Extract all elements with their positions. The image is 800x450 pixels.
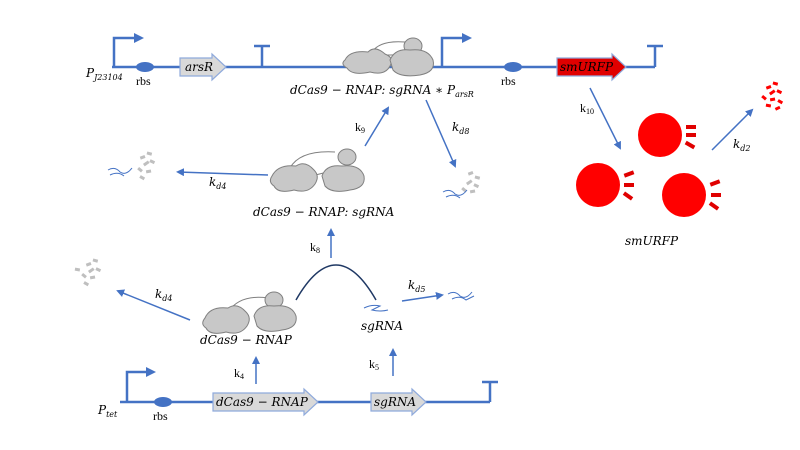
promoter-j23104-icon (112, 36, 136, 67)
gene-sgrna-shape (370, 387, 427, 417)
top-construct: PJ23104 rbs arsR rbs smURFP (85, 33, 663, 88)
svg-text:k9: k9 (355, 120, 365, 135)
promoter-tet-arrowhead (146, 367, 156, 377)
svg-text:kd5: kd5 (408, 278, 426, 294)
rate-kd8-sub: d8 (459, 127, 469, 136)
svg-text:k5: k5 (369, 357, 379, 372)
svg-text:kd8: kd8 (452, 120, 470, 136)
arrow-kd4-top (176, 168, 269, 177)
rate-k4-label: k (234, 366, 240, 380)
rbs-bottom-label: rbs (153, 409, 168, 423)
rate-kd8-label: k (452, 120, 459, 134)
rate-kd2-sub: d2 (740, 144, 750, 153)
dcas9-rnap-sgrna-complex-icon (269, 148, 365, 192)
degraded-complex-right-icon (442, 171, 481, 199)
svg-text:Ptet: Ptet (97, 403, 118, 419)
promoter-arsr-icon (440, 36, 464, 67)
rate-k5-label: k (369, 357, 375, 371)
rate-k8-label: k (310, 240, 316, 254)
promoter-bottom-label: P (97, 403, 107, 417)
reporter-label: smURFP (625, 234, 679, 248)
gene-smurfp-shape (556, 52, 627, 82)
gene-arsr-shape (179, 52, 227, 82)
arrow-kd2 (711, 108, 754, 151)
promoter-top-label: P (85, 66, 95, 80)
complex-bound-label: dCas9 − RNAP: sgRNA ∗ P (290, 83, 456, 97)
arrow-kd5 (401, 291, 444, 302)
gene-dcas9-shape (212, 387, 319, 417)
arrow-k10 (589, 87, 621, 150)
arrow-k9 (364, 106, 390, 147)
rate-k10-sub: 10 (586, 107, 594, 116)
promoter-j23104-arrowhead (134, 33, 144, 43)
svg-text:k10: k10 (580, 101, 594, 116)
terminator-bottom-icon (482, 380, 498, 402)
rate-kd2-label: k (733, 137, 740, 151)
dcas9-label: dCas9 − RNAP (200, 333, 293, 347)
rate-kd5-label: k (408, 278, 415, 292)
rate-kd4-bottom-sub: d4 (162, 294, 172, 303)
gene-dcas9-label: dCas9 − RNAP (216, 395, 309, 409)
rate-k4-sub: 4 (240, 372, 244, 381)
smurfp-protein-2-icon (576, 163, 635, 207)
svg-text:kd2: kd2 (733, 137, 751, 153)
dcas9-rnap-bound-complex-icon (342, 37, 434, 77)
svg-text:PJ23104: PJ23104 (85, 66, 123, 82)
rate-k9-sub: 9 (361, 126, 365, 135)
terminator-top-2-icon (647, 44, 663, 67)
degraded-sgrna-icon (447, 291, 475, 301)
degraded-complex-left-icon (107, 151, 156, 181)
arrow-kd4-bottom (116, 289, 191, 321)
complex-bound-sub: arsR (455, 90, 474, 99)
terminator-top-1-icon (254, 44, 270, 67)
binding-curve (295, 264, 377, 301)
gene-smurfp-label: smURFP (560, 60, 614, 74)
svg-text:kd4: kd4 (209, 175, 227, 191)
promoter-tet-icon (125, 370, 148, 402)
degraded-dcas9-icon (74, 258, 102, 287)
promoter-bottom-sub: tet (106, 410, 118, 419)
smurfp-protein-1-icon (638, 113, 696, 157)
rate-kd4-top-sub: d4 (216, 182, 226, 191)
rbs-top-2-label: rbs (501, 74, 516, 88)
rate-k8-sub: 8 (316, 246, 320, 255)
bottom-construct: Ptet rbs dCas9 − RNAP sgRNA (97, 367, 498, 423)
rate-k10-label: k (580, 101, 586, 115)
gene-sgrna-label: sgRNA (374, 395, 416, 409)
rate-k5-sub: 5 (375, 363, 379, 372)
rbs-top-1-icon (136, 62, 154, 72)
rate-kd5-sub: d5 (415, 285, 425, 294)
sgrna-icon (363, 304, 389, 312)
gene-arsr-label: arsR (185, 60, 213, 74)
svg-text:kd4: kd4 (155, 287, 173, 303)
arrow-kd8 (425, 99, 457, 168)
dcas9-rnap-protein-icon (202, 291, 297, 334)
sgrna-label: sgRNA (361, 319, 403, 333)
rbs-top-1-label: rbs (136, 74, 151, 88)
rate-kd4-top-label: k (209, 175, 216, 189)
degraded-smurfp-icon (761, 81, 784, 111)
rbs-bottom-icon (154, 397, 172, 407)
rate-k9-label: k (355, 120, 361, 134)
rate-kd4-bottom-label: k (155, 287, 162, 301)
promoter-arsr-arrowhead (462, 33, 472, 43)
complex-label: dCas9 − RNAP: sgRNA (253, 205, 395, 219)
svg-text:dCas9 − RNAP: sgRNA ∗ ParsR: dCas9 − RNAP: sgRNA ∗ ParsR (290, 83, 474, 99)
promoter-top-sub: J23104 (92, 73, 123, 82)
svg-text:k8: k8 (310, 240, 320, 255)
rbs-top-2-icon (504, 62, 522, 72)
svg-text:k4: k4 (234, 366, 244, 381)
smurfp-protein-3-icon (662, 173, 721, 217)
